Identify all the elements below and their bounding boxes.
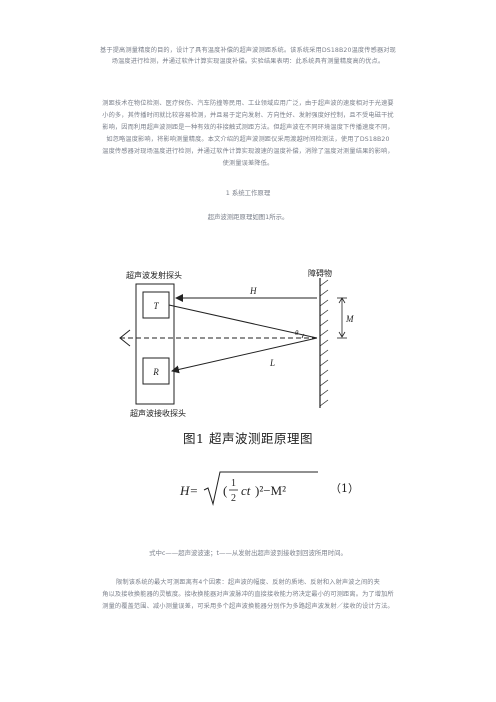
label-L: L	[269, 358, 275, 368]
figure-caption: 图1 超声波测距原理图	[183, 431, 313, 446]
reflected-ray	[171, 337, 318, 374]
body1-line-2: 小的多，其传播时间就比较容易检测，并且易于定向发射、方向性好、发射强度好控制，且…	[102, 112, 394, 119]
formula-rest: )²−M²	[255, 483, 286, 498]
center-arrow-head	[119, 329, 131, 347]
probe-housing	[135, 283, 175, 405]
section-heading: 1 系统工作原理	[225, 189, 271, 197]
formula-lparen: (	[223, 483, 227, 498]
label-M: M	[345, 314, 354, 324]
formula-num: 1	[231, 478, 236, 489]
label-R: R	[152, 367, 159, 377]
label-receiver-probe: 超声波接收探头	[130, 408, 186, 418]
intro-line-2: 场温度进行检测，并通过软件计算实现温度补偿。实验结果表明：此系统具有测量精度高的…	[111, 58, 385, 65]
label-theta: θ	[295, 329, 299, 337]
body1-line-4: 如忽略温度影响，将影响测量精度。本文介绍的超声波测距仪采用渡越时间检测法，使用了…	[106, 136, 390, 143]
emitted-ray	[168, 304, 318, 339]
obstacle-hatching	[319, 279, 329, 407]
body1-line-3: 影响，因而利用超声波测距是一种有效的非接触式测距方法。但超声波在不同环境温度下传…	[102, 124, 394, 131]
receiver-box	[142, 357, 170, 385]
label-T: T	[153, 301, 159, 311]
intro-line-1: 基于提高测量精度的目的，设计了具有温度补偿的超声波测距系统。该系统采用DS18B…	[100, 47, 396, 54]
label-obstacle: 障碍物	[308, 268, 332, 278]
equation-number: （1）	[330, 482, 359, 495]
formula-ct: ct	[241, 483, 251, 498]
formula-explanation: 式中c——超声波波速；t——从发射出超声波到接收到回波所用时间。	[149, 549, 347, 557]
body2-line-3: 测量的覆盖范围、减小测量误差，可采用多个超声波换能器分别作为多路超声波发射／接收…	[102, 603, 394, 610]
label-H: H	[249, 286, 257, 296]
label-transmitter-probe: 超声波发射探头	[126, 270, 182, 280]
section-subtext: 超声波测距原理如图1所示。	[207, 213, 289, 221]
body1-line-1: 测距技术在物位检测、医疗探伤、汽车防撞等民用、工业领域应用广泛，由于超声波的速度…	[102, 100, 394, 107]
body2-line-1: 限制该系统的最大可测距离有4个因素：超声波的幅度、反射的质地、反射和入射声波之间…	[116, 579, 380, 586]
body1-line-6: 使测量误差降低。	[222, 160, 274, 167]
body1-line-5: 温度传感器对现场温度进行检测，并通过软件计算实现渡速的温度补偿，消除了温度对测量…	[102, 148, 394, 155]
body2-line-2: 角以及接收换能器的灵敏度。接收换能器对声波脉冲的直接接收能力将决定最小的可测距离…	[102, 591, 394, 598]
ultrasonic-principle-diagram: T R H L θ M 超声波发射探头 超声波接收探头 障碍物	[119, 268, 354, 418]
formula-H: H=	[179, 483, 198, 498]
formula-den: 2	[231, 493, 236, 504]
distance-formula: H= ( 1 2 ct )²−M²	[179, 471, 318, 506]
theta-arc	[301, 333, 305, 339]
